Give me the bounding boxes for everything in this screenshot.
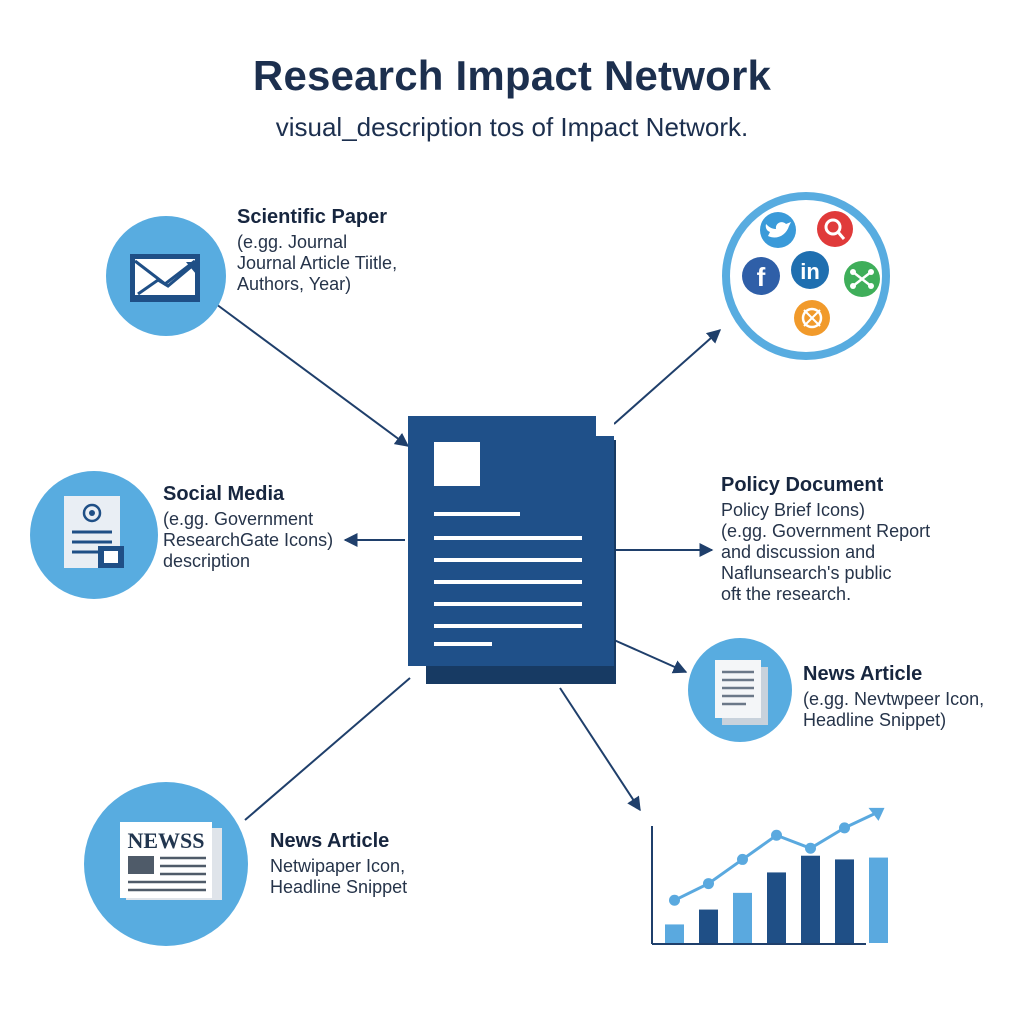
network-icon — [844, 261, 880, 297]
social-media-line: description — [163, 551, 251, 571]
policy-document-line: Naflunsearch's public — [721, 563, 892, 583]
news-article-left-line: Headline Snippet — [270, 877, 408, 897]
arrow-center-to-news-right — [613, 639, 688, 674]
policy-document-line: (e.gg. Government Report — [721, 521, 931, 541]
chart-trend-point — [805, 842, 816, 854]
chart-trend-point — [737, 853, 748, 865]
document-pages-icon — [715, 660, 768, 725]
chart-bar — [835, 859, 854, 943]
page-title: Research Impact Network — [252, 52, 772, 99]
arrow-paper-to-center — [215, 303, 410, 447]
facebook-icon: f — [742, 257, 780, 295]
chart-bar — [665, 924, 684, 943]
social-cluster-node: f in — [722, 192, 890, 360]
social-media-label: Social Media (e.gg. Government ResearchG… — [163, 483, 333, 572]
social-media-line: ResearchGate Icons) — [163, 530, 334, 550]
linkedin-label: in — [800, 259, 820, 284]
newspaper-icon: NEWSS — [120, 822, 222, 900]
arrow-center-to-chart — [559, 687, 641, 812]
chart-bar — [767, 872, 786, 943]
policy-document-heading: Policy Document — [721, 474, 884, 496]
chart-trend-line — [673, 826, 846, 902]
newspaper-masthead: NEWSS — [127, 828, 204, 853]
scientific-paper-label: Scientific Paper (e.gg. Journal Journal … — [237, 206, 397, 295]
social-media-node — [30, 471, 158, 599]
connectors — [215, 303, 722, 821]
policy-document-label: Policy Document Policy Brief Icons) (e.g… — [721, 474, 930, 605]
chart-trend-arrow-head — [868, 807, 885, 821]
chart-trend-point — [703, 878, 714, 890]
policy-document-line: and discussion and — [721, 542, 876, 562]
news-article-left-line: Netwipaper Icon, — [270, 856, 406, 876]
twitter-icon — [760, 212, 796, 248]
news-article-right-node — [688, 638, 792, 742]
chart-bar — [801, 855, 820, 943]
scientific-paper-node — [106, 216, 226, 336]
scientific-paper-heading: Scientific Paper — [237, 206, 388, 228]
target-icon — [794, 300, 830, 336]
chart-trend-arrow-shaft — [843, 810, 880, 830]
chart-trend-point — [669, 894, 680, 906]
document-badge-icon — [64, 496, 124, 568]
impact-growth-chart — [651, 807, 888, 945]
news-article-left-label: News Article Netwipaper Icon, Headline S… — [270, 830, 407, 898]
facebook-label: f — [757, 262, 766, 292]
line-center-to-news-left — [244, 677, 411, 821]
arrow-center-to-social-cluster — [613, 329, 722, 425]
scientific-paper-line: Authors, Year) — [237, 274, 352, 294]
scientific-paper-line: (e.gg. Journal — [237, 232, 348, 252]
scientific-paper-line: Journal Article Tiitle, — [237, 253, 398, 273]
page-subtitle: visual_description tos of Impact Network… — [275, 112, 749, 142]
social-media-heading: Social Media — [163, 483, 285, 505]
news-article-left-heading: News Article — [270, 830, 390, 852]
search-icon — [817, 211, 853, 247]
linkedin-icon: in — [791, 251, 829, 289]
news-article-left-node: NEWSS — [84, 782, 248, 946]
chart-bar — [699, 909, 718, 943]
chart-bar — [869, 857, 888, 943]
policy-document-line: ofŧ the research. — [721, 584, 852, 604]
chart-bar — [733, 892, 752, 943]
policy-document-line: Policy Brief Icons) — [721, 500, 866, 520]
news-article-right-heading: News Article — [803, 663, 923, 685]
social-media-line: (e.gg. Government — [163, 509, 314, 529]
news-article-right-label: News Article (e.gg. Nevtwpeer Icon, Head… — [803, 663, 984, 731]
news-article-right-line: (e.gg. Nevtwpeer Icon, — [803, 689, 985, 709]
central-paper-icon — [408, 416, 616, 684]
envelope-trend-icon — [130, 254, 200, 302]
chart-trend-point — [771, 829, 782, 841]
news-article-right-line: Headline Snippet) — [803, 710, 947, 730]
